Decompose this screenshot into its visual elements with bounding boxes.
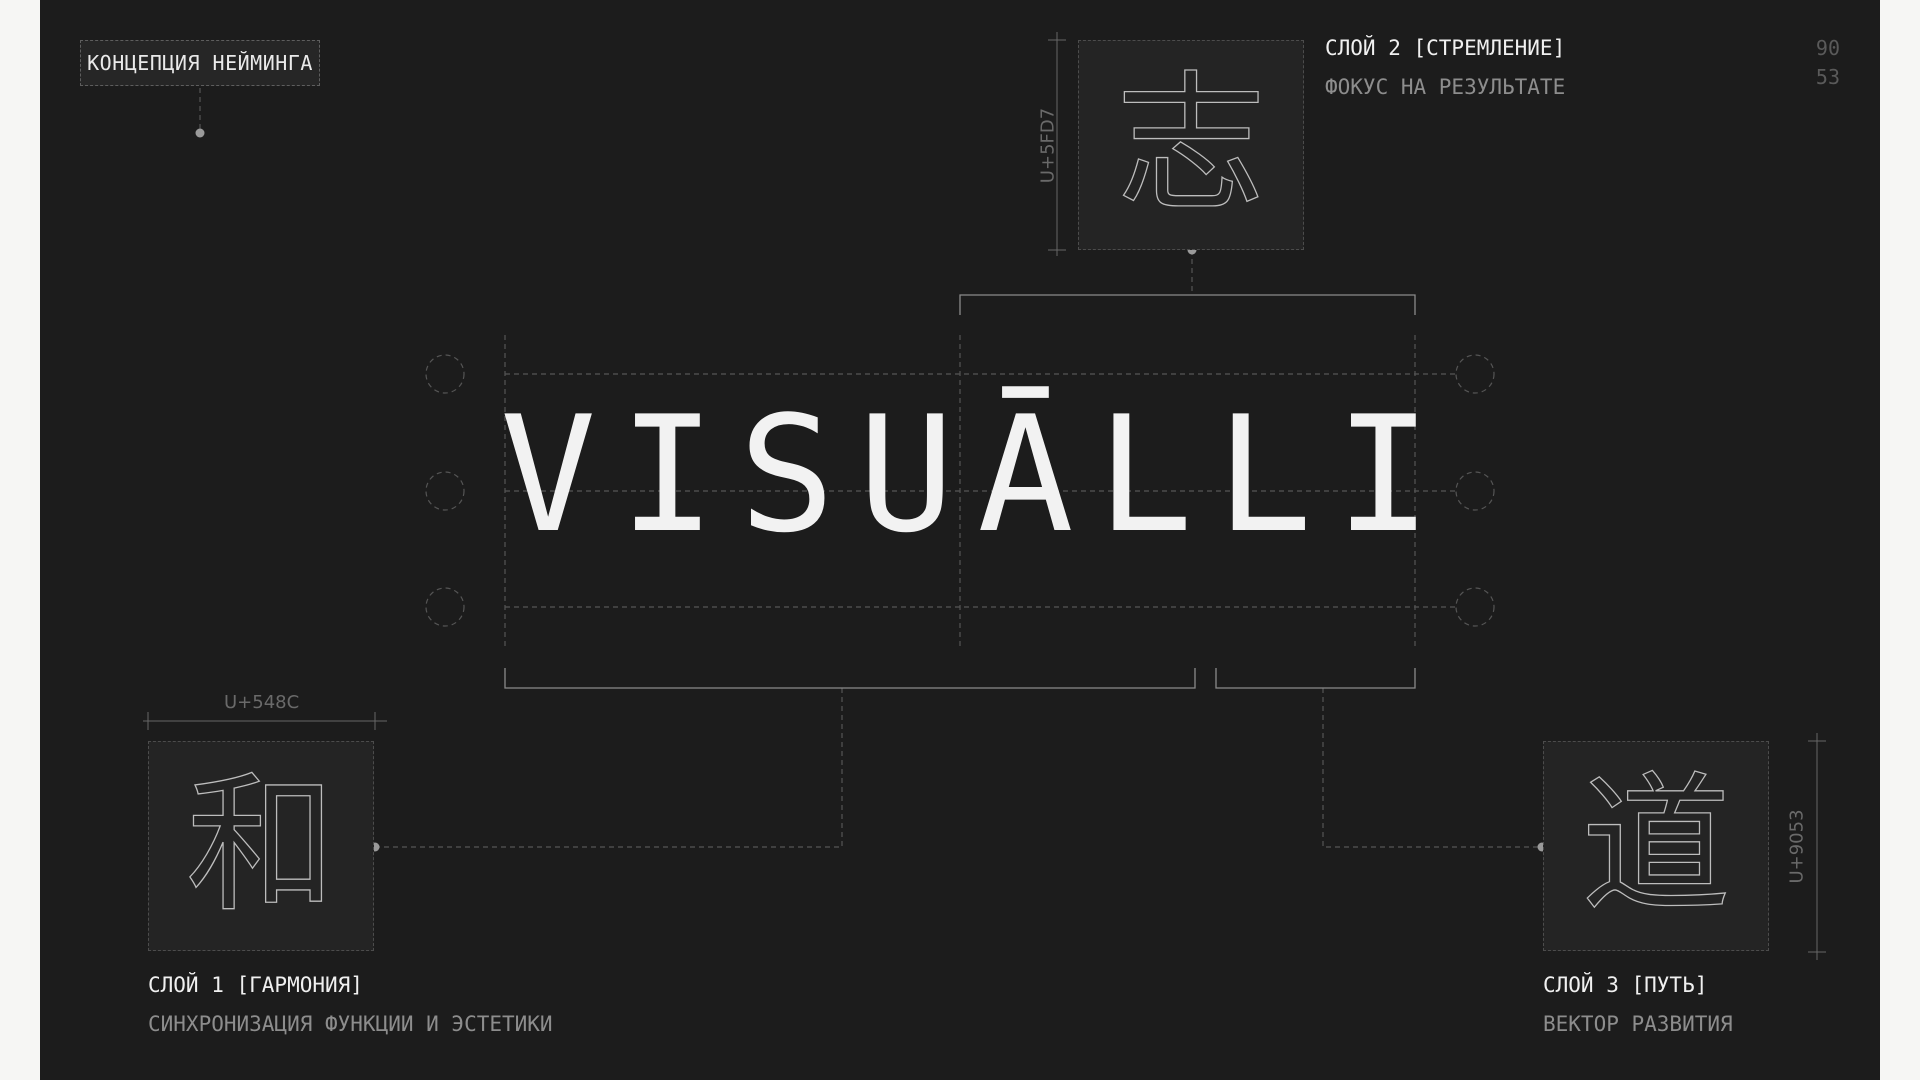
layer-3-connector: [1322, 688, 1542, 848]
layer-2-subtitle: ФОКУС НА РЕЗУЛЬТАТЕ: [1325, 75, 1566, 99]
brand-wordmark: VISUĀLLI: [500, 381, 1455, 568]
layer-1-connector: [375, 688, 843, 848]
guide-node: [1455, 354, 1495, 394]
page-counter: 90 53: [1816, 34, 1840, 92]
guide-node: [425, 587, 465, 627]
slide-canvas: КОНЦЕПЦИЯ НЕЙМИНГА 90 53 VISUĀLLI 志 U+5F…: [40, 0, 1880, 1080]
layer-1-glyph-box: 和: [148, 741, 374, 951]
layer-1-subtitle: СИНХРОНИЗАЦИЯ ФУНКЦИИ И ЭСТЕТИКИ: [148, 1012, 553, 1036]
connector-diagram: [143, 32, 1826, 960]
page-number-total: 53: [1815, 65, 1840, 89]
layer-3-title: СЛОЙ 3 [ПУТЬ]: [1543, 973, 1708, 997]
layer-2-unicode-code: U+5FD7: [1037, 107, 1059, 184]
layer-2-glyph-box: 志: [1078, 40, 1304, 250]
layer-3-subtitle: ВЕКТОР РАЗВИТИЯ: [1543, 1012, 1733, 1036]
guide-node: [1455, 471, 1495, 511]
guide-node: [425, 471, 465, 511]
bracket-bottom-right: [1215, 668, 1416, 689]
guide-node: [1455, 587, 1495, 627]
bracket-bottom-left: [504, 668, 1196, 689]
layer-1-glyph: 和: [185, 759, 336, 933]
layer-2-glyph: 志: [1115, 58, 1266, 232]
layer-2-title: СЛОЙ 2 [СТРЕМЛЕНИЕ]: [1325, 36, 1566, 60]
layer-1-unicode-code: U+548C: [224, 692, 300, 713]
layer-3-unicode-code: U+9053: [1786, 809, 1808, 884]
bracket-top: [959, 294, 1416, 315]
anchor-dot: [195, 128, 205, 138]
guide-node: [425, 354, 465, 394]
layer-3-glyph-box: 道: [1543, 741, 1769, 951]
naming-concept-tag: КОНЦЕПЦИЯ НЕЙМИНГА: [80, 40, 320, 86]
page-number-current: 90: [1815, 36, 1840, 60]
layer-1-title: СЛОЙ 1 [ГАРМОНИЯ]: [148, 973, 363, 997]
layer-3-glyph: 道: [1580, 759, 1731, 933]
